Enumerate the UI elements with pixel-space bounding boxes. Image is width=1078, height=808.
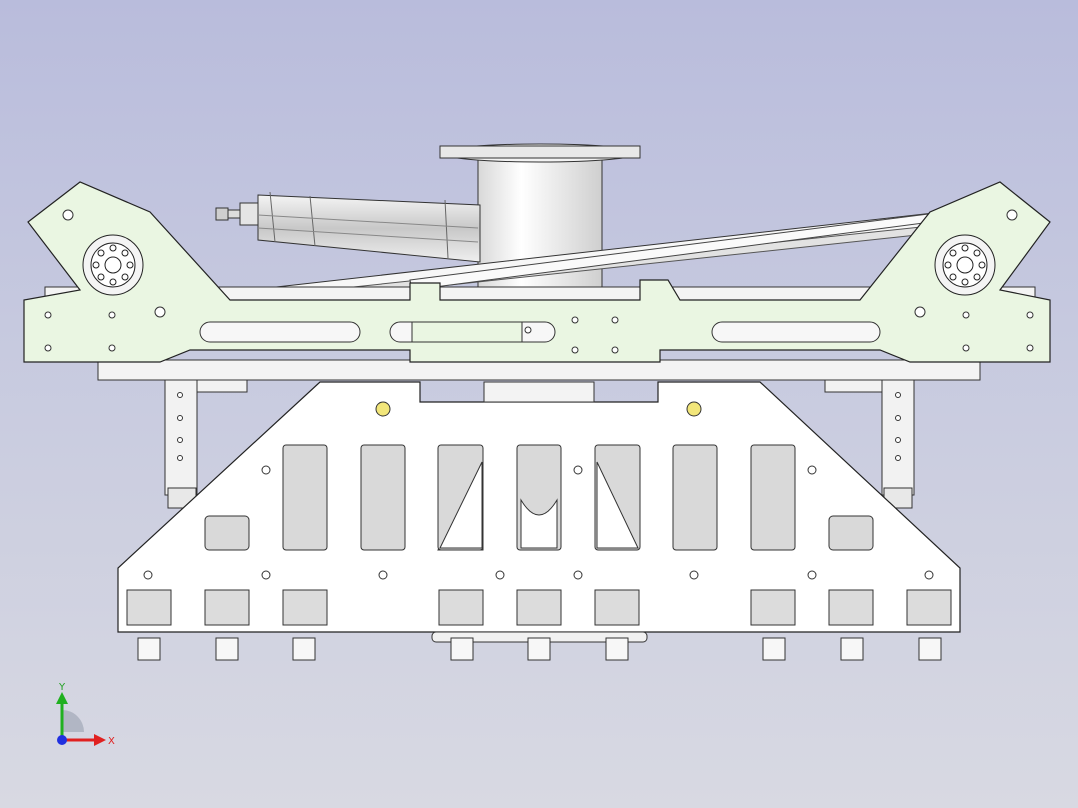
right-bearing [934, 234, 996, 296]
triad-plane-shade [62, 710, 84, 732]
x-axis-label: X [108, 736, 115, 747]
axis-triad: Y X [56, 682, 115, 747]
right-bracket [824, 379, 915, 509]
z-axis-dot [57, 735, 67, 745]
gripper-plate[interactable] [117, 381, 961, 643]
y-axis-label: Y [58, 682, 66, 693]
feet [137, 637, 942, 661]
x-axis-arrowhead [94, 734, 106, 746]
top-rail [44, 286, 1036, 381]
left-bearing [82, 234, 144, 296]
main-frame[interactable] [23, 181, 1051, 363]
y-axis-arrowhead [56, 692, 68, 704]
pneumatic-cylinder [215, 191, 481, 263]
